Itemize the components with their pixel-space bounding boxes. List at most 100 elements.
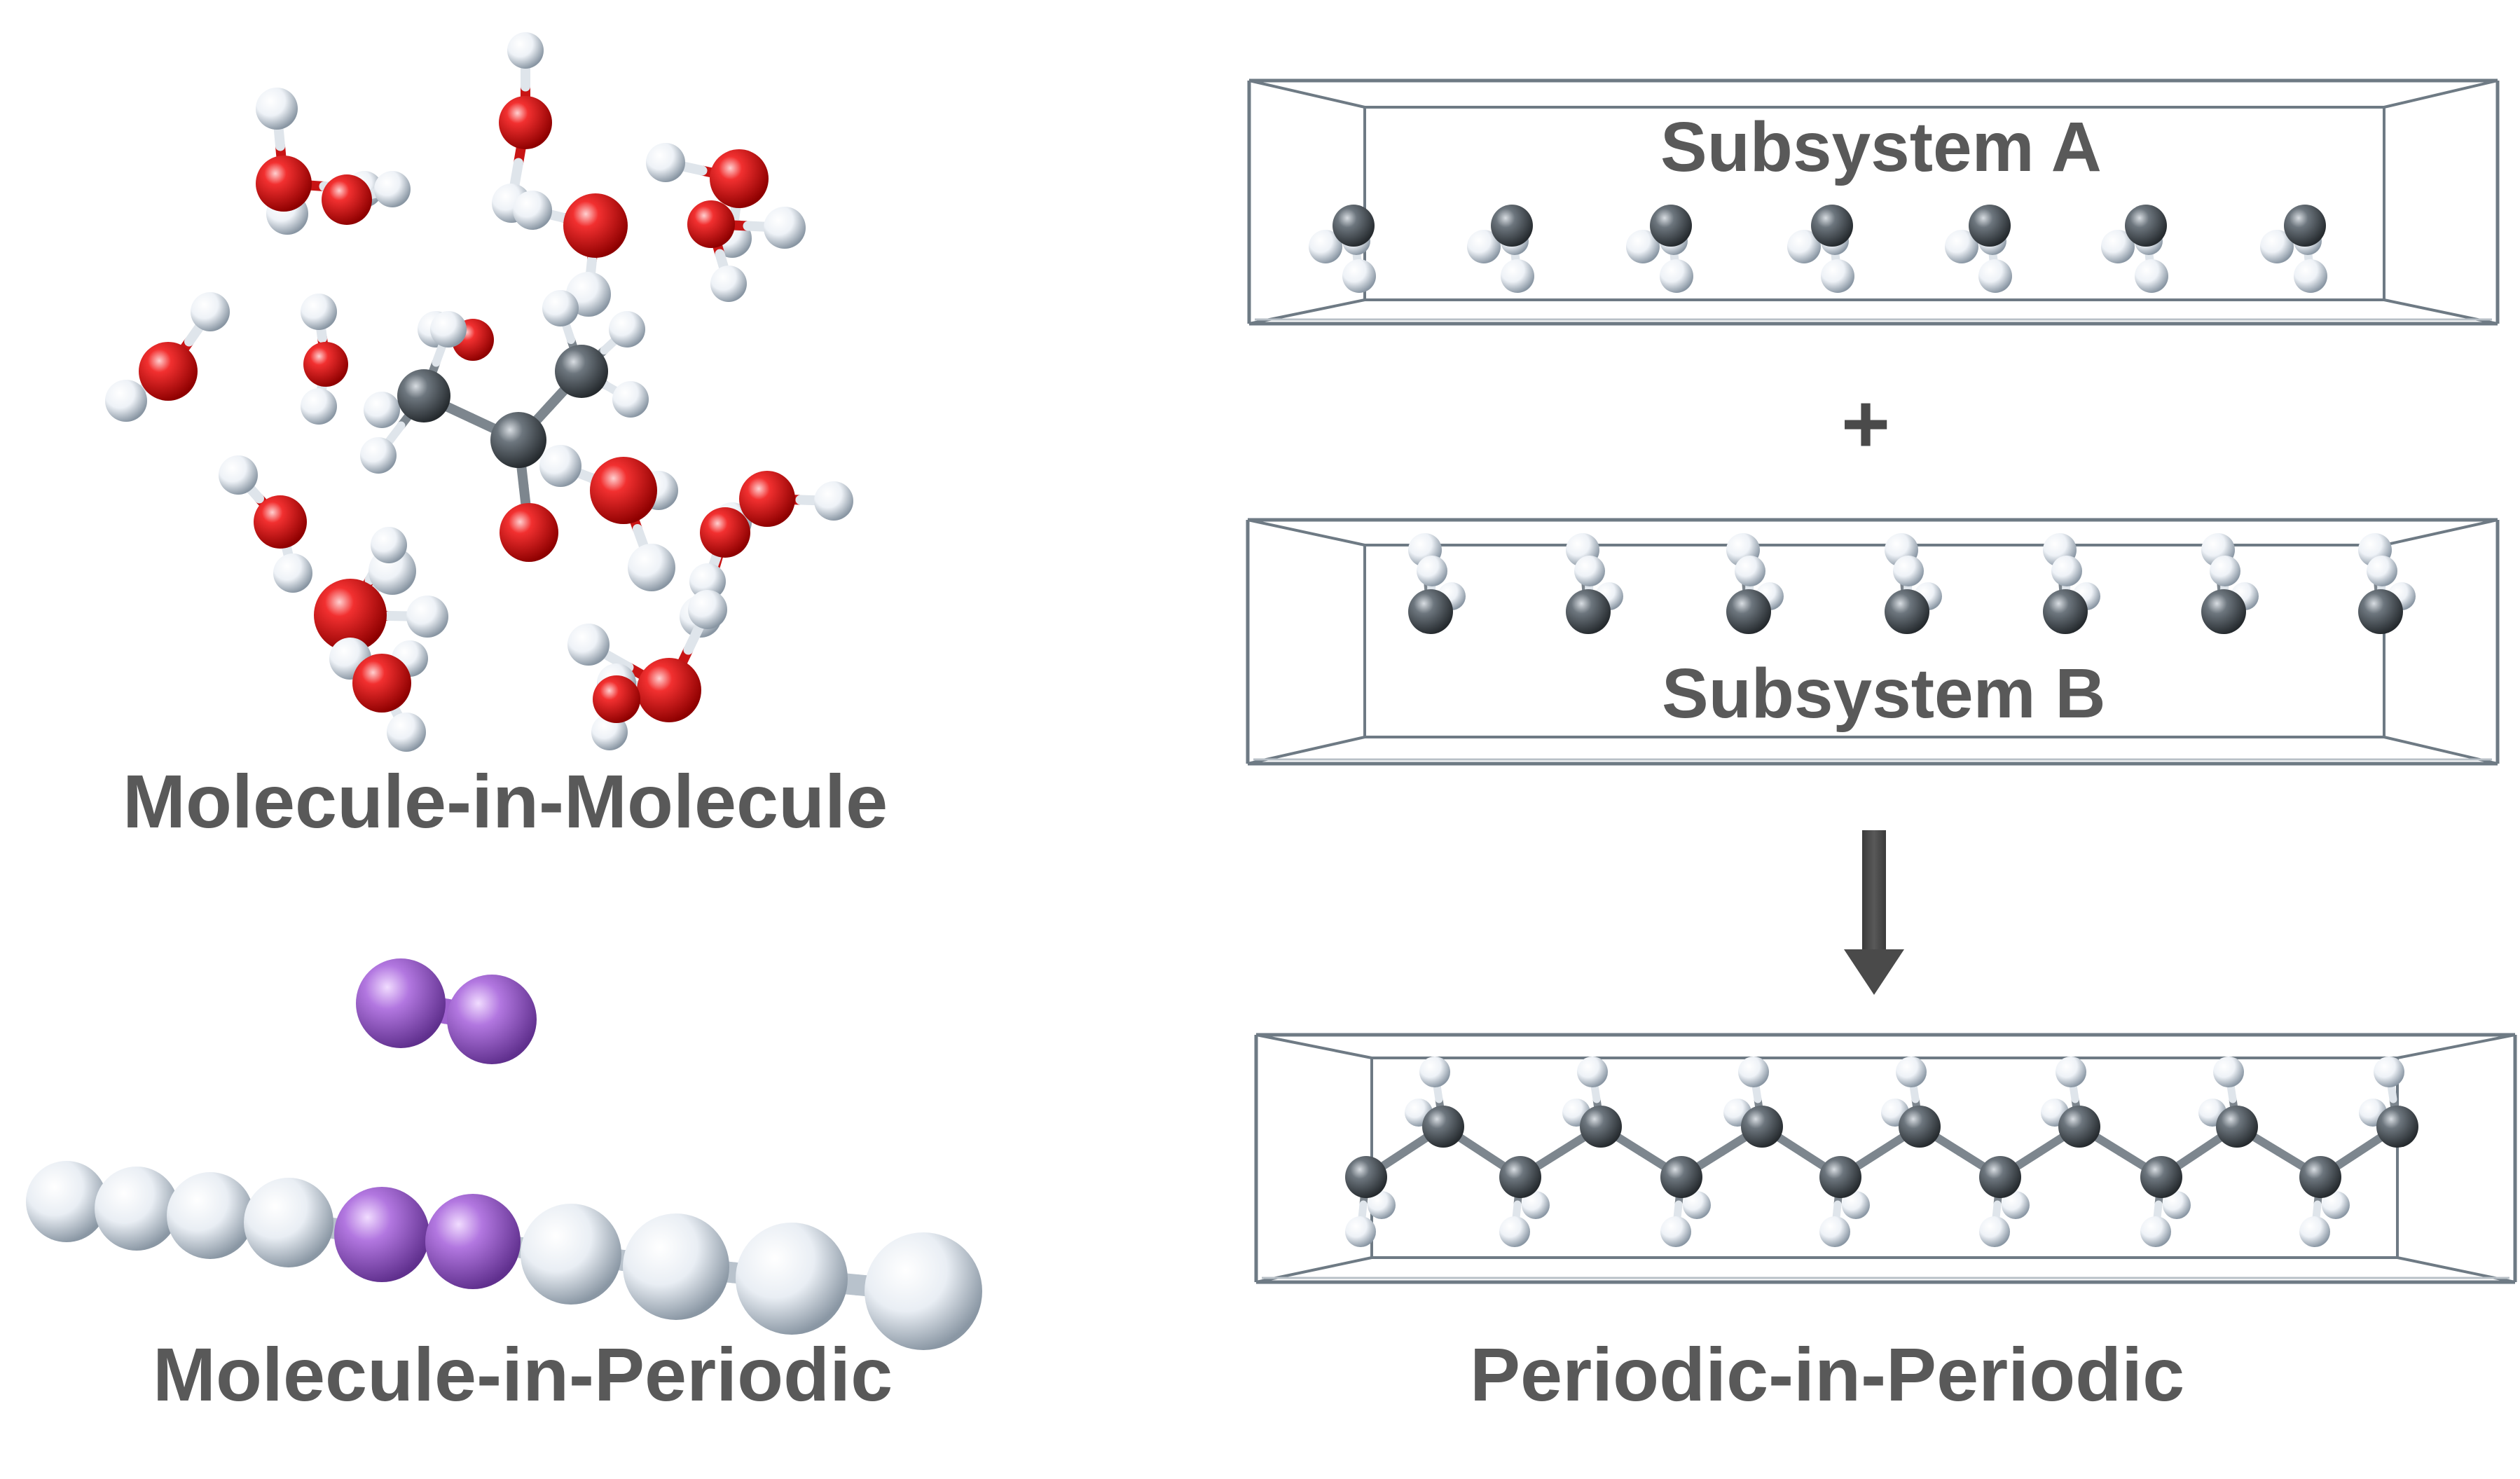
hydrogen-atom bbox=[1660, 259, 1693, 293]
hydrogen-atom bbox=[628, 544, 675, 591]
hydrogen-atom bbox=[2213, 1057, 2244, 1087]
oxygen-atom bbox=[710, 149, 769, 208]
hydrogen-atom bbox=[1345, 1216, 1376, 1247]
hydrogen-atom bbox=[430, 311, 467, 348]
oxygen-atom bbox=[739, 471, 795, 527]
carbon-atom bbox=[2043, 589, 2088, 634]
alkali-dimer-molecule bbox=[356, 958, 537, 1064]
subsystem-a-cell bbox=[1247, 78, 2500, 326]
hydrogen-atom bbox=[1501, 259, 1534, 293]
hydrogen-atom bbox=[1417, 556, 1447, 586]
hydrogen-atom bbox=[2367, 556, 2397, 586]
hydrogen-atom bbox=[374, 171, 411, 207]
hydrogen-atom bbox=[191, 292, 230, 331]
hydrogen-atom bbox=[1626, 230, 1660, 263]
hydrogen-atom bbox=[2135, 259, 2168, 293]
hydrogen-atom bbox=[1419, 1057, 1450, 1087]
hydrogen-atom bbox=[2322, 1191, 2350, 1219]
hydrogen-atom bbox=[1979, 1216, 2010, 1247]
chain-atom bbox=[623, 1213, 729, 1320]
chain-atom bbox=[26, 1161, 107, 1242]
oxygen-atom bbox=[139, 342, 198, 401]
oxygen-atom bbox=[303, 342, 348, 387]
hydrogen-atom bbox=[301, 294, 337, 330]
hydrogen-atom bbox=[371, 527, 407, 563]
oxygen-atom bbox=[563, 193, 628, 258]
hydrogen-atom bbox=[219, 455, 258, 495]
hydrogen-atom bbox=[1896, 1057, 1927, 1087]
carbon-atom bbox=[1345, 1156, 1387, 1198]
oxygen-atom bbox=[254, 495, 307, 549]
carbon-atom bbox=[397, 369, 450, 422]
hydrogen-atom bbox=[688, 590, 727, 629]
hydrogen-atom bbox=[539, 445, 581, 487]
carbon-atom bbox=[2058, 1106, 2100, 1148]
carbon-atom bbox=[2299, 1156, 2341, 1198]
chain-atom bbox=[521, 1204, 621, 1305]
hydrogen-atom bbox=[814, 481, 853, 521]
hydrogen-atom bbox=[406, 596, 448, 638]
oxygen-atom bbox=[687, 200, 735, 248]
hydrogen-atom bbox=[542, 290, 579, 326]
periodic-atom-chain bbox=[26, 1161, 982, 1350]
label-subsystem-b: Subsystem B bbox=[1662, 654, 2106, 733]
hydrogen-atom bbox=[1842, 1191, 1870, 1219]
label-subsystem-a: Subsystem A bbox=[1660, 108, 2102, 186]
cell-edge bbox=[1248, 79, 1365, 109]
alkali-atom bbox=[425, 1194, 521, 1289]
carbon-atom bbox=[2284, 205, 2326, 247]
hydrogen-atom bbox=[105, 380, 147, 422]
oxygen-atom bbox=[700, 507, 750, 558]
subsystem-b-cell bbox=[1246, 518, 2500, 766]
hydrogen-atom bbox=[710, 266, 747, 302]
hydrogen-atom bbox=[567, 624, 610, 666]
hydrogen-atom bbox=[1522, 1191, 1550, 1219]
hydrogen-atom bbox=[1819, 1216, 1850, 1247]
carbon-atom bbox=[1408, 589, 1453, 634]
oxygen-atom bbox=[500, 503, 558, 562]
hydrogen-atom bbox=[1342, 259, 1376, 293]
hydrogen-atom bbox=[513, 191, 552, 230]
carbon-atom bbox=[2358, 589, 2403, 634]
carbon-atom bbox=[1979, 1156, 2021, 1198]
hydrogen-atom bbox=[609, 311, 645, 348]
oxygen-atom bbox=[590, 457, 657, 524]
carbon-atom bbox=[1660, 1156, 1702, 1198]
plus-symbol: + bbox=[1841, 377, 1891, 471]
combined-periodic-cell bbox=[1254, 1033, 2517, 1284]
carbon-atom bbox=[490, 412, 546, 468]
hydrogen-atom bbox=[1893, 556, 1924, 586]
cell-edge bbox=[1247, 518, 1365, 546]
chain-atom bbox=[167, 1172, 254, 1259]
oxygen-atom bbox=[314, 579, 387, 652]
hydrogen-atom bbox=[2299, 1216, 2330, 1247]
cell-edge bbox=[2397, 1033, 2516, 1059]
caption-molecule-in-periodic: Molecule-in-Periodic bbox=[153, 1332, 893, 1417]
carbon-atom bbox=[1899, 1106, 1941, 1148]
hydrogen-atom bbox=[301, 388, 337, 425]
cell-edge bbox=[2383, 79, 2498, 109]
alkali-atom bbox=[356, 958, 446, 1048]
hydrogen-atom bbox=[364, 392, 400, 428]
hydrogen-atom bbox=[2056, 1057, 2086, 1087]
carbon-atom bbox=[1741, 1106, 1783, 1148]
hydrogen-atom bbox=[1574, 556, 1605, 586]
carbon-atom bbox=[555, 345, 608, 398]
hydrogen-atom bbox=[1821, 259, 1854, 293]
chain-atom bbox=[244, 1178, 333, 1267]
alkali-atom bbox=[334, 1187, 429, 1282]
oxygen-atom bbox=[499, 96, 552, 149]
carbon-atom bbox=[2201, 589, 2246, 634]
carbon-atom bbox=[1491, 205, 1533, 247]
hydrogen-atom bbox=[1787, 230, 1821, 263]
hydrogen-atom bbox=[1683, 1191, 1711, 1219]
hydrogen-atom bbox=[646, 143, 685, 182]
hydrogen-atom bbox=[1309, 230, 1342, 263]
chain-atom bbox=[736, 1223, 848, 1335]
carbon-atom bbox=[1333, 205, 1375, 247]
carbon-atom bbox=[2140, 1156, 2182, 1198]
hydrogen-atom bbox=[612, 381, 649, 418]
carbon-atom bbox=[1566, 589, 1611, 634]
oxygen-atom bbox=[256, 156, 312, 212]
